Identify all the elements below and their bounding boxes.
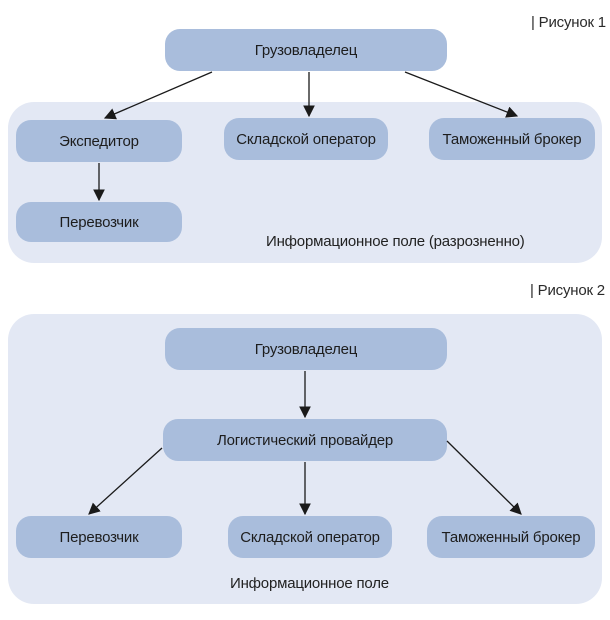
figure2-node-customs-broker: Таможенный брокер (427, 516, 595, 558)
figure1-field-label: Информационное поле (разрозненно) (266, 233, 525, 250)
figure1-node-warehouse-operator: Складской оператор (224, 118, 388, 160)
figure1-node-customs-broker: Таможенный брокер (429, 118, 595, 160)
figure2-node-logistics-provider: Логистический провайдер (163, 419, 447, 461)
figure1-caption: | Рисунок 1 (531, 14, 606, 31)
fig2-arrow-provider-to-carrier (88, 447, 163, 515)
figure2-node-cargo-owner: Грузовладелец (165, 328, 447, 370)
fig2-arrow-provider-to-customs (446, 440, 522, 515)
figure2-node-carrier: Перевозчик (16, 516, 182, 558)
figure2-field-label: Информационное поле (230, 575, 389, 592)
fig1-arrow-owner-to-customs (404, 71, 519, 118)
figure1-node-carrier: Перевозчик (16, 202, 182, 242)
figure2-node-warehouse-operator: Складской оператор (228, 516, 392, 558)
figure2-caption: | Рисунок 2 (530, 282, 605, 299)
figure1-node-forwarder: Экспедитор (16, 120, 182, 162)
figure1-node-cargo-owner: Грузовладелец (165, 29, 447, 71)
fig1-arrow-owner-to-forwarder (103, 71, 213, 120)
